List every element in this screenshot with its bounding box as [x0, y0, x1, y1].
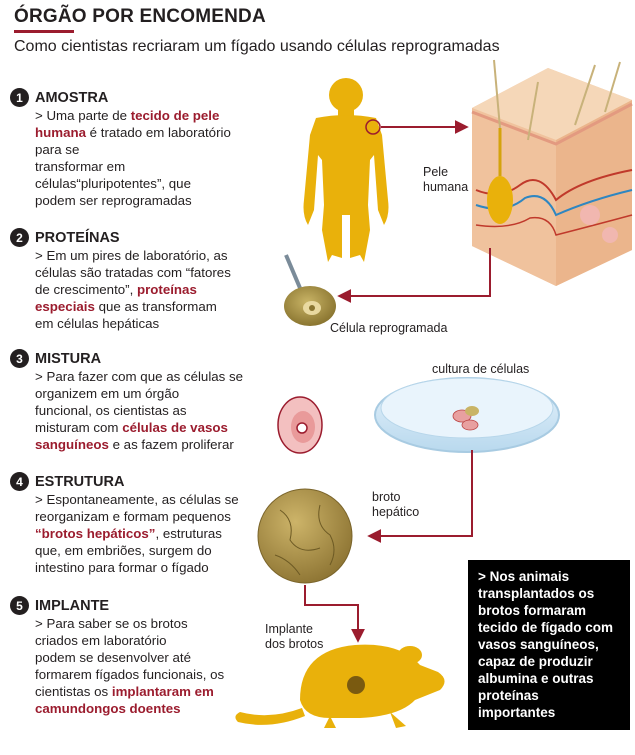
text-line: podem se desenvolver até: [35, 650, 191, 665]
step-1: 1 AMOSTRA > Uma parte de tecido de pele hu…: [10, 88, 265, 209]
text-line: células“pluripotentes”, que: [35, 176, 191, 191]
sample-circle: [365, 119, 381, 135]
step-4: 4 ESTRUTURA > Espontaneamente, as células…: [10, 472, 275, 576]
highlight-text: camundongos doentes: [35, 701, 181, 716]
callout-line: transplantados os: [478, 586, 595, 601]
highlight-text: tecido de pele: [130, 108, 220, 123]
step-text: > Espontaneamente, as células se reorgani…: [35, 491, 275, 576]
step-heading: IMPLANTE: [35, 597, 110, 614]
text-line: sanguíneos e as fazem proliferar: [35, 437, 234, 452]
title-rule: [14, 30, 74, 33]
arrow-cell: [337, 248, 491, 303]
callout-line: brotos formaram: [478, 603, 587, 618]
text-line: especiais que as transformam: [35, 299, 217, 314]
step-heading: AMOSTRA: [35, 89, 109, 106]
text-line: funcional, os cientistas as: [35, 403, 187, 418]
label-celula-reprogramada: Célula reprogramada: [330, 321, 448, 335]
step-heading: PROTEÍNAS: [35, 229, 120, 246]
text-line: intestino para formar o fígado: [35, 560, 209, 575]
page-subtitle: Como cientistas recriaram um fígado usan…: [14, 38, 500, 55]
highlight-text: implantaram em: [111, 684, 214, 699]
step-number: 3: [10, 349, 29, 368]
arrow-bud: [367, 450, 473, 543]
highlight-text: humana: [35, 125, 86, 140]
text-line: > Espontaneamente, as células se: [35, 492, 239, 507]
text-line: em células hepáticas: [35, 316, 160, 331]
highlight-text: “brotos hepáticos”: [35, 526, 156, 541]
highlight-text: sanguíneos: [35, 437, 109, 452]
liver-bud: [257, 488, 353, 584]
highlight-text: proteínas: [136, 282, 197, 297]
callout-line: albumina e outras: [478, 671, 594, 686]
text-line: > Em um pires de laboratório, as: [35, 248, 228, 263]
step-3: 3 MISTURA > Para fazer com que as células…: [10, 349, 275, 453]
callout-line: > Nos animais: [478, 569, 570, 584]
step-heading: ESTRUTURA: [35, 473, 125, 490]
step-text: > Em um pires de laboratório, as células …: [35, 247, 275, 332]
page-title: ÓRGÃO POR ENCOMENDA: [14, 6, 266, 27]
callout-line: importantes: [478, 705, 556, 720]
human-figure: [303, 78, 389, 262]
label-cultura-celulas: cultura de células: [432, 362, 530, 376]
blood-vessel-cell: [277, 396, 323, 454]
text-line: que, em embriões, surgem do: [35, 543, 212, 558]
callout-line: tecido de fígado com: [478, 620, 614, 635]
step-number: 2: [10, 228, 29, 247]
text-line: > Uma parte de tecido de pele: [35, 108, 220, 123]
result-callout: > Nos animais transplantados os brotos for…: [468, 560, 630, 730]
step-heading: MISTURA: [35, 350, 102, 367]
text-line: camundongos doentes: [35, 700, 265, 717]
step-2: 2 PROTEÍNAS > Em um pires de laboratório,…: [10, 228, 275, 332]
text-line: reorganizam e formam pequenos: [35, 509, 231, 524]
text-line: > Para saber se os brotos: [35, 616, 188, 631]
text-line: cientistas os implantaram em: [35, 684, 214, 699]
step-5: 5 IMPLANTE > Para saber se os brotos criad…: [10, 596, 265, 717]
callout-line: proteínas: [478, 688, 539, 703]
skin-block: [471, 59, 633, 286]
text-line: criados em laboratório: [35, 633, 167, 648]
highlight-text: especiais: [35, 299, 95, 314]
text-line: de crescimento”, proteínas: [35, 282, 197, 297]
text-line: misturam com células de vasos: [35, 420, 228, 435]
reprogrammed-cell: [284, 254, 336, 326]
mouse-figure: [235, 644, 445, 728]
step-number: 1: [10, 88, 29, 107]
arrow-implant: [304, 585, 365, 643]
text-line: organizem em um órgão: [35, 386, 180, 401]
step-text: > Para fazer com que as células se organi…: [35, 368, 275, 453]
text-line: humana é tratado em laboratório: [35, 125, 231, 140]
step-text: > Para saber se os brotos criados em labo…: [35, 615, 265, 717]
text-line: transformar em: [35, 159, 126, 174]
callout-line: vasos sanguíneos,: [478, 637, 599, 652]
petri-dish: [374, 377, 560, 453]
text-line: “brotos hepáticos”, estruturas: [35, 526, 222, 541]
text-line: formarem fígados funcionais, os: [35, 667, 225, 682]
highlight-text: células de vasos: [122, 420, 228, 435]
step-number: 4: [10, 472, 29, 491]
text-line: para se: [35, 142, 80, 157]
step-text: > Uma parte de tecido de pele humana é tr…: [35, 107, 265, 209]
text-line: > Para fazer com que as células se: [35, 369, 244, 384]
text-line: células são tratadas com “fatores: [35, 265, 231, 280]
callout-line: capaz de produzir: [478, 654, 593, 669]
text-line: podem ser reprogramadas: [35, 193, 192, 208]
step-number: 5: [10, 596, 29, 615]
implant-spot: [347, 676, 365, 694]
